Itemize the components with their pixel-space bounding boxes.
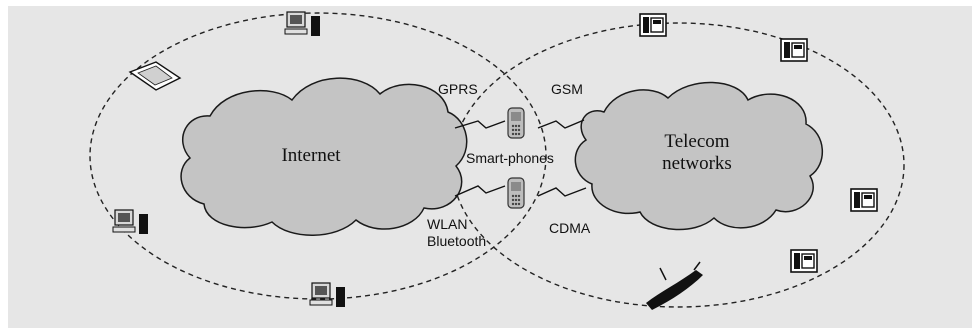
internet-label: Internet: [281, 145, 341, 166]
cordless-handset-icon: [646, 261, 703, 310]
landline-phone-right-icon: [850, 188, 878, 212]
smartphones-label: Smart-phones: [466, 150, 554, 166]
landline-phone-top-icon: [639, 13, 667, 37]
smartphone-lower-icon: [507, 177, 525, 209]
smartphone-upper-icon: [507, 107, 525, 139]
wlan-link: [454, 185, 506, 197]
telecom-cloud: [574, 81, 824, 231]
telecom-label-line1: Telecom: [664, 131, 729, 152]
cdma-link: [537, 187, 587, 197]
diagram-background: [8, 6, 972, 328]
telecom-label-line2: networks: [662, 153, 732, 174]
gprs-link: [454, 120, 506, 129]
gsm-label: GSM: [551, 81, 583, 97]
laptop-icon: [128, 61, 182, 91]
internet-ring: [89, 12, 547, 300]
cdma-label: CDMA: [549, 220, 591, 236]
gprs-label: GPRS: [438, 81, 478, 97]
landline-phone-upper-right-icon: [780, 38, 808, 62]
gsm-link: [537, 119, 585, 129]
bluetooth-label: Bluetooth: [427, 233, 486, 249]
wlan-label: WLAN: [427, 216, 467, 232]
internet-cloud: [180, 77, 468, 236]
landline-phone-lower-right-icon: [790, 249, 818, 273]
